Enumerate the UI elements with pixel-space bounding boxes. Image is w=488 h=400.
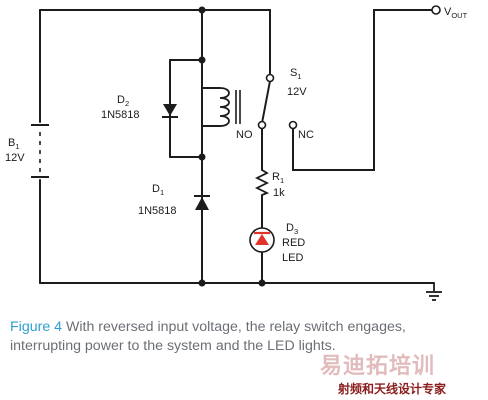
r1-label: R1 xyxy=(272,171,284,185)
no-label: NO xyxy=(236,129,253,141)
caption-text: With reversed input voltage, the relay s… xyxy=(10,319,406,354)
diode-d2 xyxy=(162,104,178,118)
d2-part: 1N5818 xyxy=(101,109,140,121)
ground-symbol xyxy=(426,283,442,301)
watermark-logo-text: 易迪拓培训 xyxy=(320,354,436,379)
d3-label: D3 xyxy=(286,222,298,236)
junction-dot xyxy=(258,279,266,287)
junction-dot xyxy=(198,153,206,161)
resistor-r1 xyxy=(254,169,270,196)
s1-value: 12V xyxy=(287,86,307,98)
b1-label: B1 xyxy=(8,137,20,151)
r1-value: 1k xyxy=(273,187,285,199)
d3-type: LED xyxy=(282,252,303,264)
junction-dot xyxy=(198,279,206,287)
switch-no-contact xyxy=(257,120,267,130)
nc-wire xyxy=(292,9,433,171)
nc-label: NC xyxy=(298,129,314,141)
d2-label: D2 xyxy=(117,94,129,108)
figure-caption: Figure 4 With reversed input voltage, th… xyxy=(10,318,480,356)
vout-terminal xyxy=(431,5,441,15)
led-d3 xyxy=(249,227,275,253)
d1-label: D1 xyxy=(152,183,164,197)
s1-label: S1 xyxy=(290,67,302,81)
d1-part: 1N5818 xyxy=(138,205,177,217)
junction-dot xyxy=(198,56,206,64)
switch-nc-contact xyxy=(288,120,298,130)
figure-number: Figure 4 xyxy=(10,319,63,335)
vout-label: VOUT xyxy=(444,6,468,20)
d3-color: RED xyxy=(282,237,305,249)
diode-d1 xyxy=(194,195,210,210)
relay-coil xyxy=(219,87,241,127)
watermark-tagline: 射频和天线设计专家 xyxy=(338,382,447,396)
junction-dot xyxy=(198,6,206,14)
switch-arm xyxy=(261,80,271,124)
b1-value: 12V xyxy=(5,152,25,164)
circuit-schematic: VOUT S1 12V D2 1N5818 B1 12V NO NC D1 1N… xyxy=(5,5,468,301)
switch-common-contact xyxy=(265,73,275,83)
